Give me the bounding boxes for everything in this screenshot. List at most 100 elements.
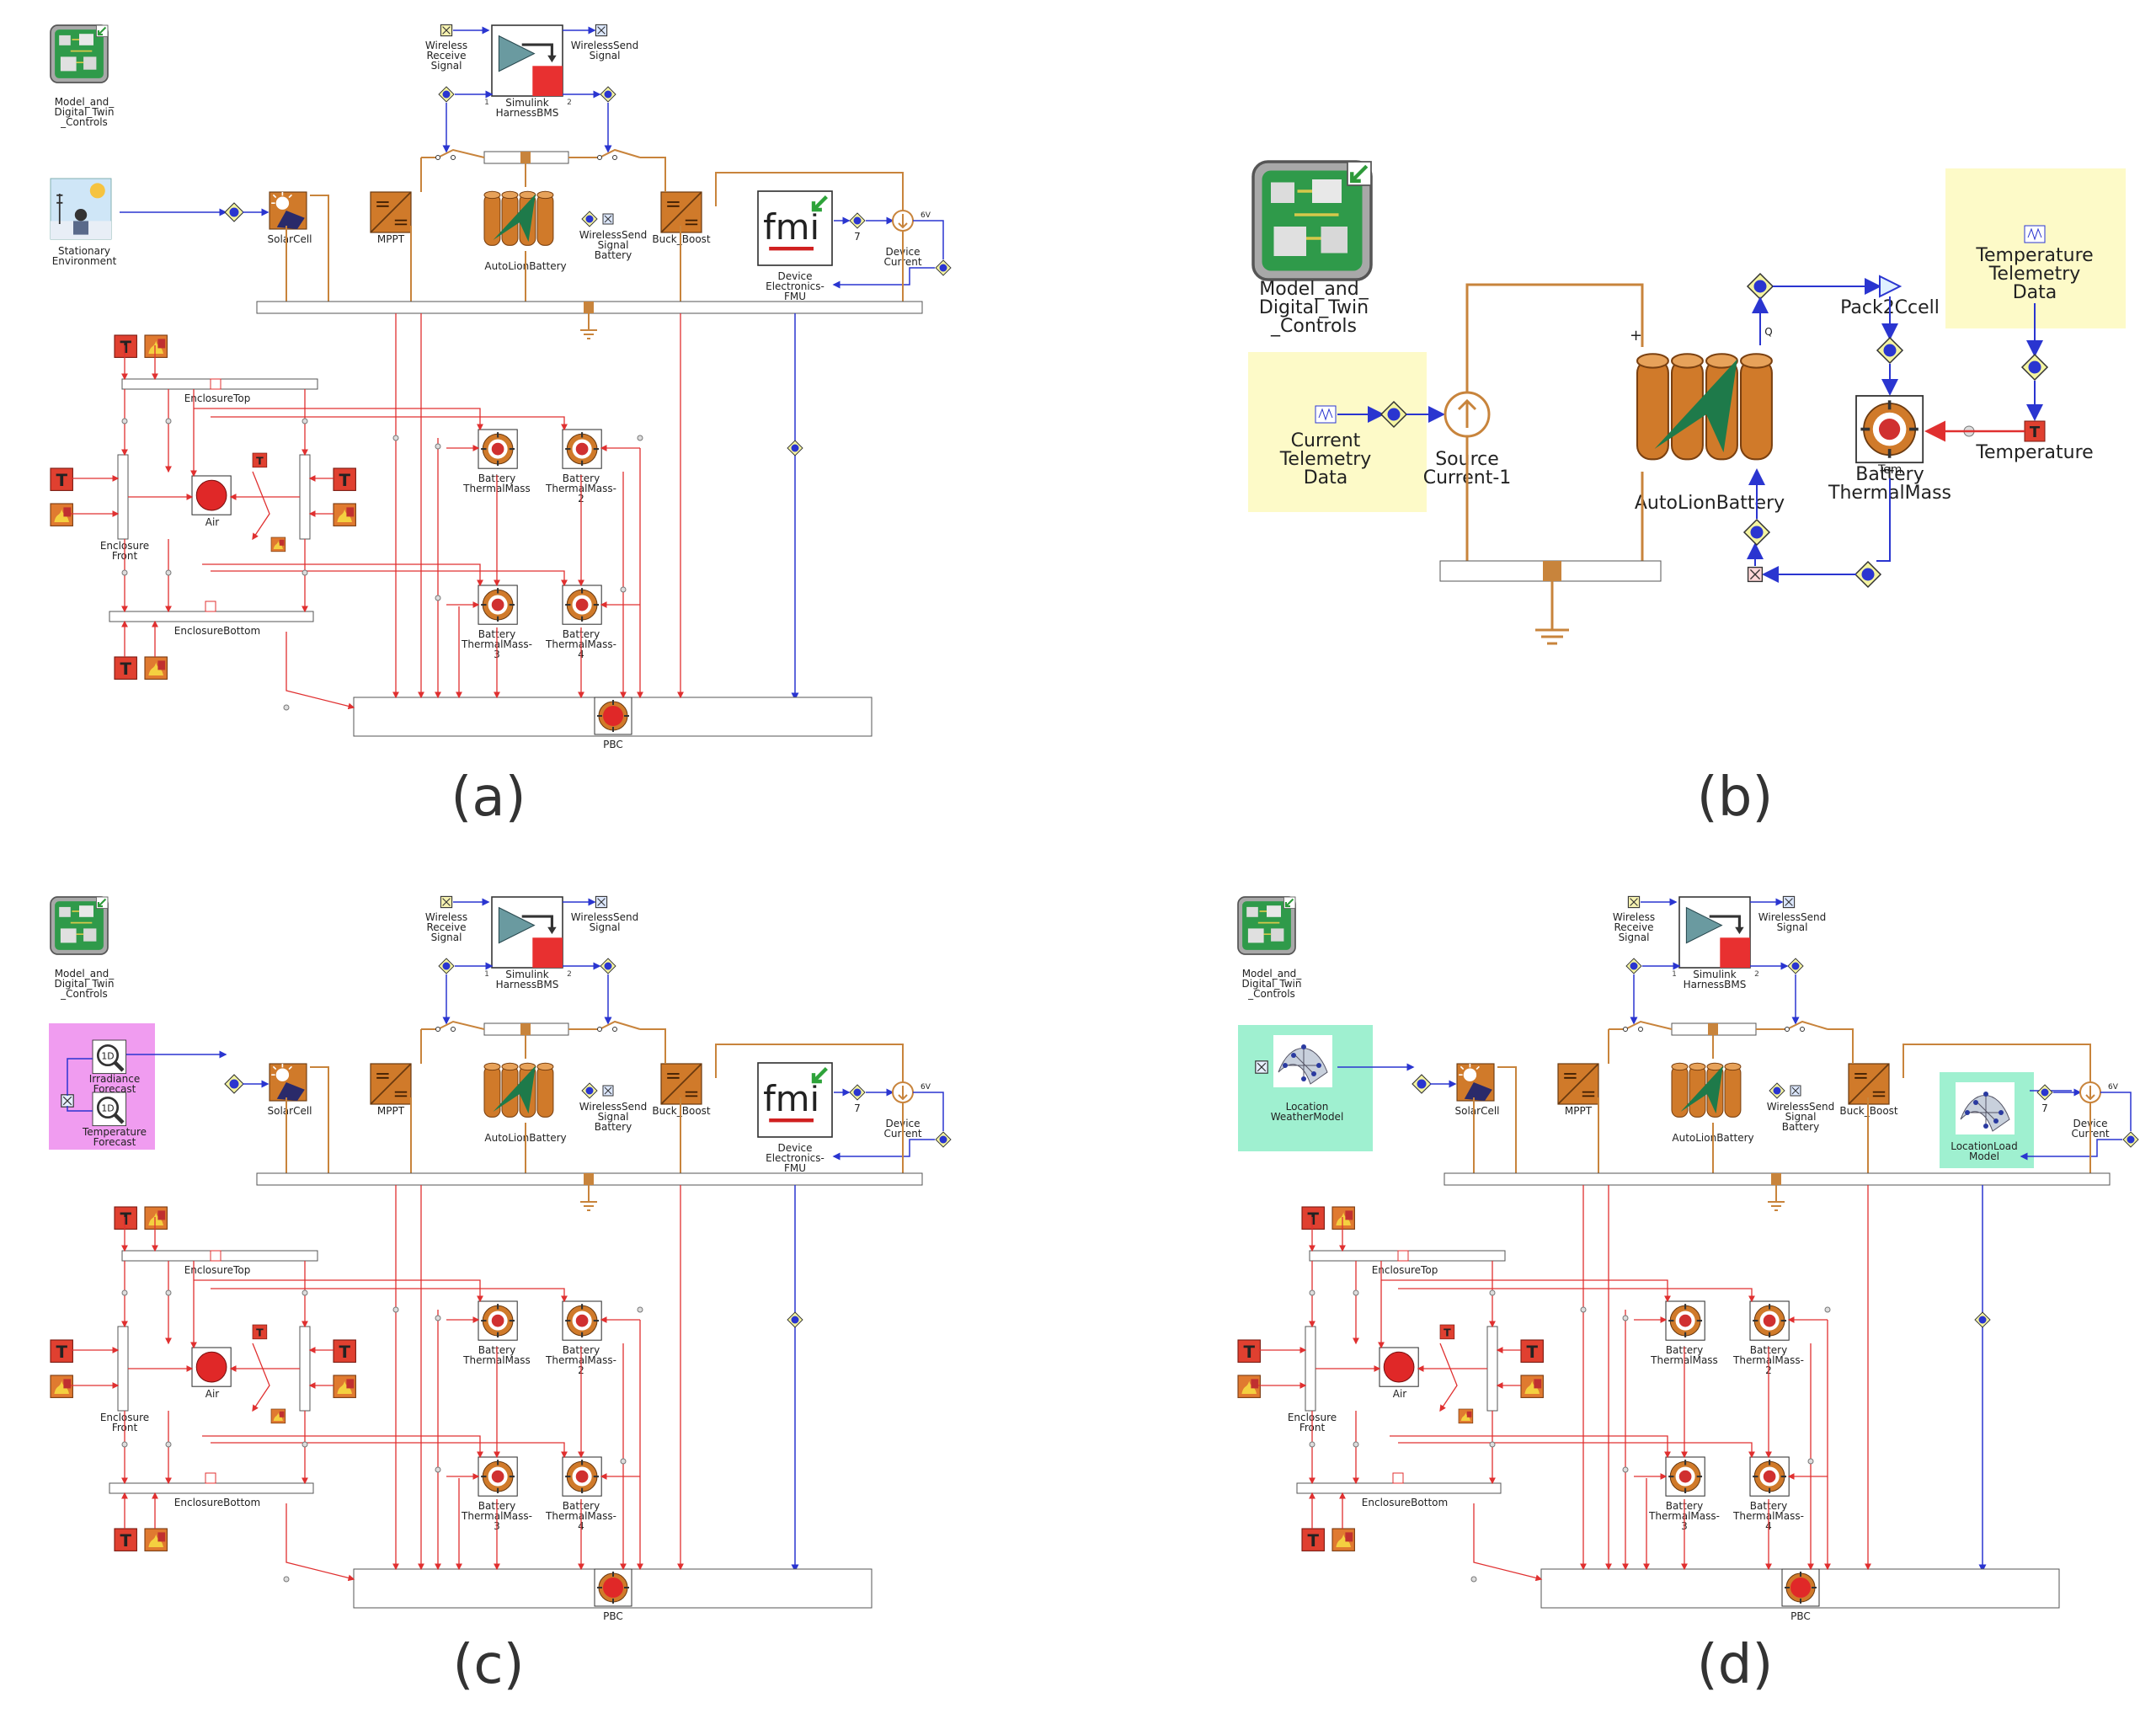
voltage-label: 6V bbox=[921, 211, 931, 220]
signal-converter-icon bbox=[1854, 560, 1882, 589]
gain-seven-label: 7 bbox=[854, 1102, 861, 1114]
heat-flow-source-icon bbox=[1458, 1408, 1474, 1424]
heat-flow-source-icon bbox=[50, 1375, 73, 1398]
b-digital-twin-label-line: Digital_Twin bbox=[1259, 297, 1369, 318]
surface-point bbox=[1283, 1063, 1288, 1068]
device-electronics-label-line: FMU bbox=[784, 1162, 806, 1174]
device-electronics-label-line: Device bbox=[777, 270, 812, 282]
surface-point bbox=[1983, 1092, 1988, 1097]
current-feedback-line bbox=[913, 1092, 944, 1131]
b-thermal-obscured-label: Tem bbox=[1877, 463, 1902, 477]
heat-flow-source-icon bbox=[1331, 1528, 1355, 1551]
heat-flow-line bbox=[1398, 1288, 1755, 1303]
solar-elec-line bbox=[1497, 1066, 1517, 1173]
simulink-harness-label-line: HarnessBMS bbox=[496, 979, 559, 990]
lookup-table-icon: 1D bbox=[92, 1039, 127, 1075]
heat-flow-source-icon bbox=[1331, 1206, 1355, 1230]
air-volume-icon bbox=[191, 1347, 232, 1387]
digital-twin-label: Model_and_Digital_Twin_Controls bbox=[1241, 968, 1302, 1000]
pbc-core bbox=[1790, 1578, 1811, 1598]
digital-twin-label-line: Model_and_ bbox=[55, 96, 115, 108]
thermal-node bbox=[435, 1466, 441, 1473]
switch-contact bbox=[1800, 1027, 1805, 1032]
b-current-source-arrow bbox=[1457, 398, 1477, 428]
thermal-node bbox=[121, 418, 128, 424]
buckboost-top-line bbox=[640, 1028, 666, 1064]
dc-converter-icon bbox=[660, 1063, 702, 1105]
b-temp-wave bbox=[2027, 227, 2042, 241]
thermal-mass-icon bbox=[478, 585, 518, 625]
wireless-receive-label-line: Signal bbox=[431, 932, 462, 943]
b-telemetry-wave bbox=[1318, 408, 1333, 421]
thermal-node bbox=[1309, 1289, 1315, 1296]
mppt-label: MPPT bbox=[377, 1105, 405, 1117]
thermal-node bbox=[1622, 1315, 1629, 1321]
temperature-source-icon: T bbox=[114, 334, 137, 358]
signal-converter-icon bbox=[2122, 1131, 2139, 1148]
current-feedback-return bbox=[2020, 1139, 2122, 1161]
heat-flow-line bbox=[1381, 1279, 1671, 1303]
thermal-node bbox=[435, 1315, 441, 1321]
heat-flow-line bbox=[202, 1435, 483, 1459]
heat-flow-line bbox=[1390, 1435, 1671, 1459]
lookup-dim-label: 1D bbox=[101, 1103, 114, 1114]
signal-terminal-icon bbox=[61, 1094, 74, 1108]
signal-converter-icon bbox=[1876, 336, 1904, 365]
thermal-node bbox=[620, 1458, 627, 1465]
switch-contact bbox=[1638, 1027, 1643, 1032]
heat-flow-source-icon bbox=[144, 656, 168, 680]
signal-terminal-icon bbox=[1747, 566, 1764, 583]
heat-flow-line bbox=[202, 563, 483, 587]
enclosure-bottom-label: EnclosureBottom bbox=[174, 625, 260, 637]
circuit-board-icon bbox=[50, 24, 109, 83]
thermal-node bbox=[165, 418, 172, 424]
heat-flow-source-icon bbox=[333, 503, 356, 526]
current-source-arrow bbox=[898, 214, 908, 229]
right-switch-line bbox=[568, 1020, 641, 1030]
thermal-node bbox=[1580, 1306, 1587, 1313]
enclosure-front-bar bbox=[117, 454, 129, 540]
thermal-node bbox=[1622, 1466, 1629, 1473]
irradiance-forecast-label-line: Forecast bbox=[93, 1083, 136, 1095]
panel-a: Model_and_Digital_Twin_ControlsStationar… bbox=[50, 24, 952, 750]
temperature-source-icon: T bbox=[1439, 1324, 1455, 1340]
temperature-source-icon: T bbox=[1301, 1528, 1325, 1551]
heat-flow-source-icon bbox=[333, 1375, 356, 1398]
irradiance-forecast-label-line: Irradiance bbox=[89, 1073, 140, 1085]
ground-symbol-icon bbox=[580, 329, 597, 339]
simulink-harness-icon bbox=[491, 24, 563, 97]
digital-twin-label: Model_and_Digital_Twin_Controls bbox=[54, 96, 115, 128]
wireless-send-battery-label-line: WirelessSend bbox=[579, 229, 647, 241]
location-weather-model-label-line: WeatherModel bbox=[1271, 1111, 1344, 1123]
fmu-icon: fmi bbox=[757, 1062, 833, 1138]
enclosure-bottom-bar bbox=[1296, 1482, 1502, 1494]
circuit-board-icon bbox=[1251, 160, 1373, 281]
thermal-mass-icon bbox=[478, 1456, 518, 1497]
wireless-receive-label-line: Receive bbox=[427, 50, 467, 61]
b-temperature-telemetry-label-line: Temperature bbox=[1975, 245, 2093, 266]
enclosure-front-bar bbox=[1305, 1326, 1316, 1412]
b-temperature-telemetry-highlight bbox=[1945, 168, 2126, 328]
digital-twin-label-line: Digital_Twin bbox=[54, 106, 114, 118]
lookup-dim-label: 1D bbox=[101, 1051, 114, 1062]
temperature-forecast-label-line: Forecast bbox=[93, 1136, 136, 1148]
thermal-node bbox=[302, 1289, 308, 1296]
thermal-mass-icon bbox=[1749, 1300, 1790, 1341]
switch-contact bbox=[451, 155, 456, 160]
voltage-label: 6V bbox=[2108, 1083, 2119, 1092]
signal-converter-icon bbox=[787, 1311, 803, 1328]
current-source-arrow bbox=[2085, 1086, 2095, 1101]
digital-twin-label-line: Digital_Twin bbox=[1241, 978, 1301, 990]
enclosure-top-node bbox=[1397, 1250, 1409, 1262]
temperature-glyph: T bbox=[256, 1326, 264, 1338]
ground-bus-node bbox=[584, 302, 594, 313]
thermal-node bbox=[1309, 1441, 1315, 1448]
thermal-mass-icon bbox=[562, 1300, 602, 1341]
wireless-receive-label-line: Wireless bbox=[1613, 911, 1655, 923]
caption-a: (a) bbox=[451, 766, 526, 829]
